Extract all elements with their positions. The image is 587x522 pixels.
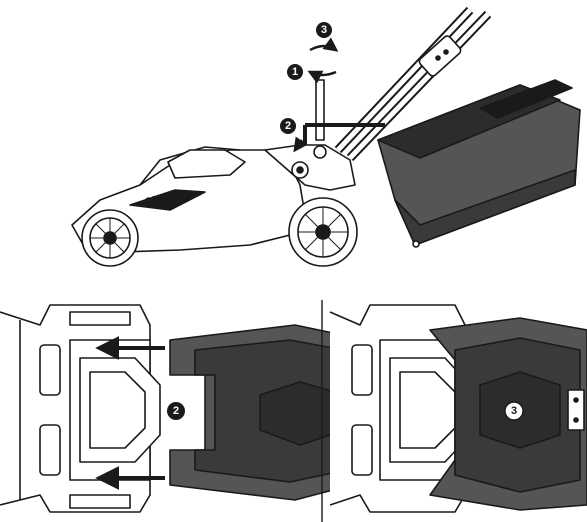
step-marker-2-top: 2 xyxy=(280,118,296,134)
mower-side-view: SKIL xyxy=(71,6,492,267)
step-marker-2-bottom: 2 xyxy=(167,402,185,420)
svg-text:2: 2 xyxy=(173,405,179,417)
step-marker-1-top: 1 xyxy=(287,64,303,80)
grass-collection-box xyxy=(377,79,581,248)
rear-wheel xyxy=(288,197,358,267)
handle-clamp xyxy=(418,35,462,77)
svg-text:2: 2 xyxy=(285,120,291,132)
step-marker-3-bottom: 3 xyxy=(504,401,524,421)
svg-text:3: 3 xyxy=(511,405,517,417)
bottom-left-view xyxy=(0,304,391,513)
bottom-right-view xyxy=(329,304,587,513)
step-marker-3-top: 3 xyxy=(316,22,332,38)
rotate-arrows xyxy=(293,37,339,153)
front-wheel xyxy=(81,209,139,267)
svg-text:1: 1 xyxy=(292,66,298,78)
svg-text:3: 3 xyxy=(321,24,327,36)
